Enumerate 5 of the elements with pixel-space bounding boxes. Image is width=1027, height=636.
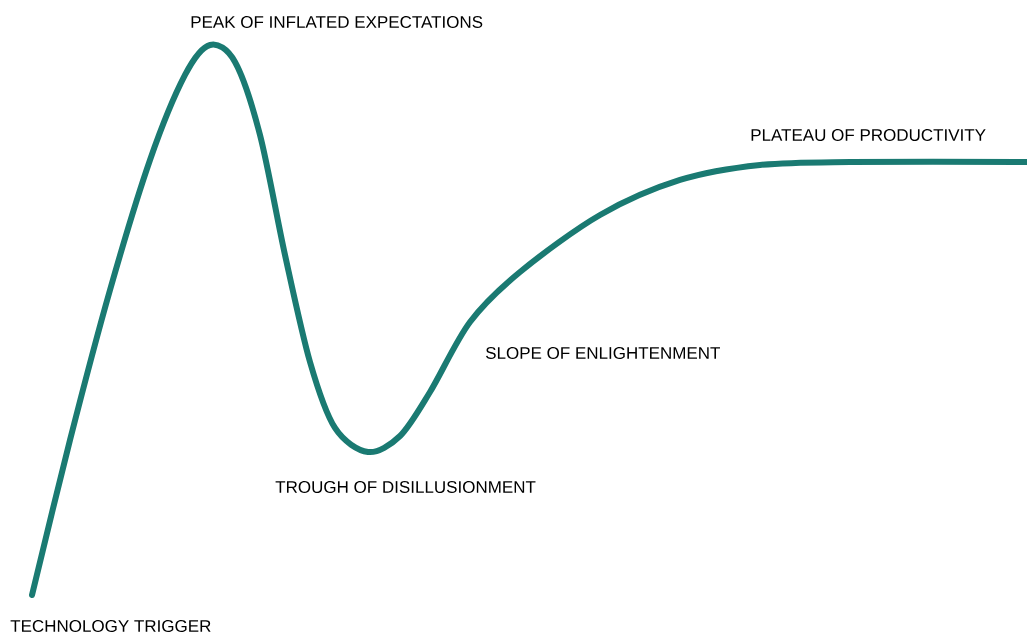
stage-label: TECHNOLOGY TRIGGER — [10, 619, 211, 632]
stage-label: PLATEAU OF PRODUCTIVITY — [751, 128, 986, 141]
stage-label: SLOPE OF ENLIGHTENMENT — [486, 346, 720, 359]
stage-label: PEAK OF INFLATED EXPECTATIONS — [191, 15, 483, 28]
stage-label: TROUGH OF DISILLUSIONMENT — [275, 480, 536, 493]
